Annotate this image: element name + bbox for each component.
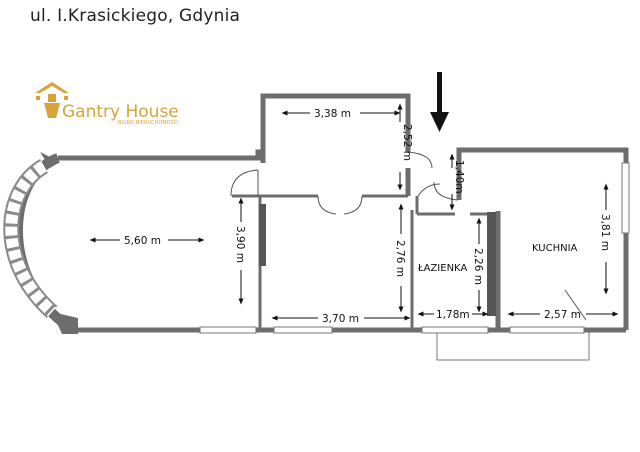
partition-wall-bath [487,212,496,316]
dim-bathroom-depth: 2,26 m [472,248,484,285]
dim-bedroom-width: 3,70 m [322,313,359,325]
dim-kitchen-width: 2,57 m [544,309,581,321]
dim-hall-width: 3,38 m [314,108,351,120]
address-title: ul. I.Krasickiego, Gdynia [30,6,241,26]
dim-living-width: 5,60 m [124,235,161,247]
logo-name: Gantry House [62,102,179,122]
room-label-bathroom: ŁAZIENKA [417,263,467,274]
dim-bedroom-depth: 2,76 m [394,240,406,277]
windows [199,162,630,334]
balcony [436,329,590,361]
partition-wall-living [259,204,266,266]
dim-hall-depth: 2,52 m [401,124,413,161]
dim-bathroom-width: 1,78m [436,309,470,321]
entrance-arrow-icon [430,72,449,132]
bay-window [3,152,78,334]
room-label-kitchen: KUCHNIA [532,243,578,254]
logo-tagline: BIURO NIERUCHOMOŚCI [118,119,179,126]
walls [58,93,629,333]
logo-emblem-icon [35,82,69,118]
dimension-lines [89,103,619,321]
doors [230,151,587,321]
dim-corridor: 1,40m [453,160,465,194]
gantry-house-logo: Gantry House BIURO NIERUCHOMOŚCI [35,82,179,126]
dim-kitchen-depth: 3,81 m [599,214,611,251]
dim-living-depth: 3,90 m [234,226,246,263]
